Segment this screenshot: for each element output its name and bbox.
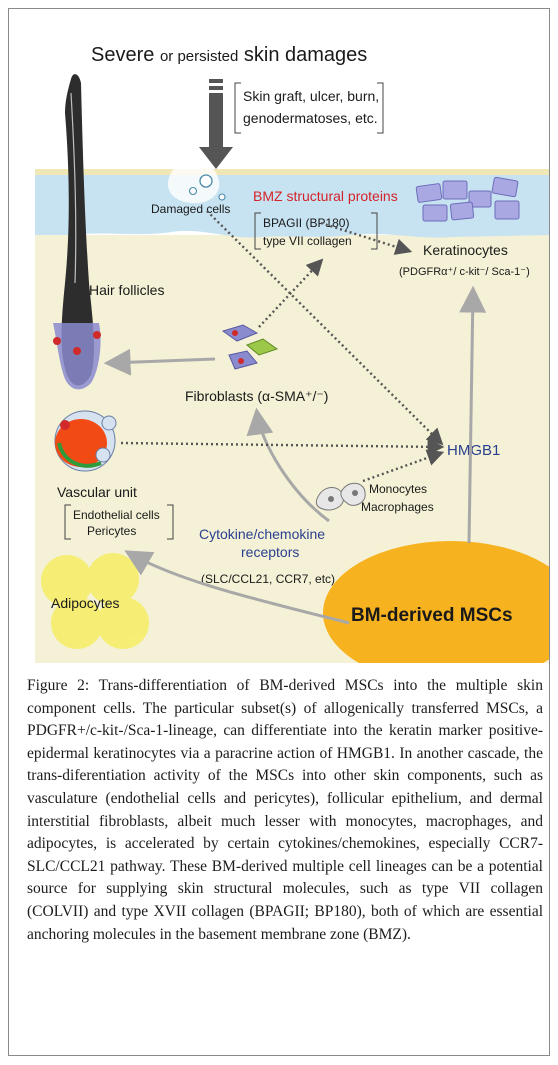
figure-frame: Severe or persisted skin damages Skin gr… [8,8,550,1056]
bmz-item-1: BPAGII (BP180) [263,216,349,230]
vascular-item-1: Endothelial cells [73,508,160,522]
damaged-cell [188,186,198,196]
adipocyte-cells [41,553,149,649]
macrophages-label: Macrophages [361,500,434,514]
arrow-msc-to-adipocytes [124,550,350,625]
down-arrow-icon [199,79,233,169]
keratinocytes-label: Keratinocytes [423,242,508,258]
damaged-cells-label: Damaged cells [151,202,230,216]
damaged-cell [199,174,213,188]
msc-label: BM-derived MSCs [351,605,513,626]
hmgb1-label: HMGB1 [447,442,500,459]
fibroblasts-label: Fibroblasts (α-SMA⁺/⁻) [185,388,328,404]
cytokine-examples: (SLC/CCL21, CCR7, etc) [201,572,335,586]
differentiation-arrows [103,285,487,625]
vascular-unit-label: Vascular unit [57,484,137,500]
monocytes-label: Monocytes [369,482,427,496]
vascular-unit-cell [54,410,117,472]
hair-follicle [53,74,101,390]
msc-blob [323,541,549,663]
damaged-wound [167,159,220,204]
adipocytes-label: Adipocytes [51,595,119,611]
bmz-item-2: type VII collagen [263,234,352,248]
causes-line-1: Skin graft, ulcer, burn, [243,88,379,104]
dotted-hmgb1-to-keratinocytes [320,221,413,255]
epidermis-top-band [35,169,549,175]
vascular-item-2: Pericytes [87,524,136,538]
figure-title: Severe or persisted skin damages [91,44,367,66]
figure-caption: Figure 2: Trans-differentiation of BM-de… [27,677,543,943]
cytokine-line-2: receptors [241,544,299,560]
vascular-bracket [64,504,174,540]
bmz-title: BMZ structural proteins [253,188,398,204]
bmz-bracket [254,212,378,250]
causes-line-2: genodermatoses, etc. [243,110,378,126]
hair-follicles-label: Hair follicles [89,282,164,298]
cytokine-line-1: Cytokine/chemokine [199,526,325,542]
fibroblast-cells [221,324,279,370]
dotted-monocytes-to-hmgb1 [362,449,445,483]
hmgb1-dotted-arrows [120,210,445,483]
monocyte-cells [315,482,366,511]
causes-bracket [234,82,384,134]
arrow-msc-to-fibroblasts [246,407,330,523]
figure-diagram: Severe or persisted skin damages Skin gr… [21,23,549,663]
keratinocytes-markers: (PDGFRα⁺/ c-kit⁻/ Sca-1⁻) [399,266,530,278]
keratinocyte-cells [415,176,520,222]
dotted-vascular-to-hmgb1 [120,438,445,456]
arrow-to-keratinocytes [459,285,487,544]
damaged-cell [218,193,226,201]
dotted-fibroblast-to-bmz [258,258,324,328]
arrow-fibroblasts-to-hair [103,348,216,376]
